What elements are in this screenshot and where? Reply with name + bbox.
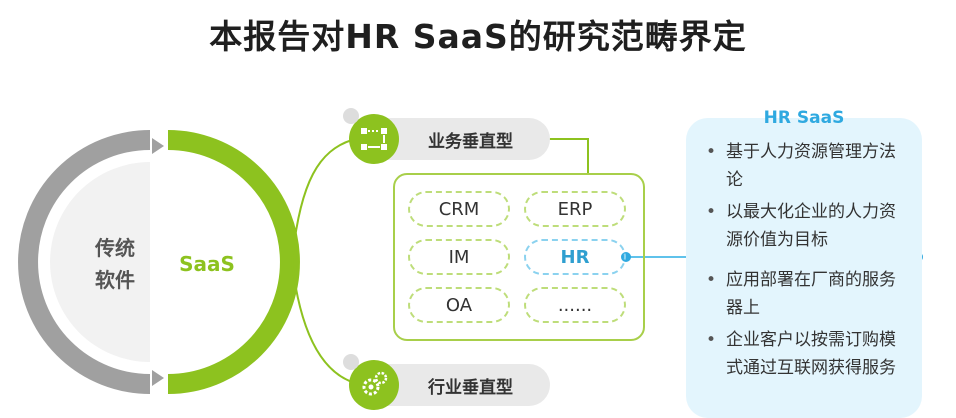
hr-saas-title-text: HR SaaS <box>763 108 845 128</box>
category-hr: HR <box>524 239 626 275</box>
arrow-top <box>152 138 164 154</box>
branch-curve-bottom <box>291 261 353 383</box>
traditional-software-label: 传统 软件 <box>80 232 150 296</box>
gears-icon-glyph <box>362 371 388 396</box>
bullet-item: 以最大化企业的人力资源价值为目标 <box>704 198 904 254</box>
category-grid: CRM ERP IM HR OA ...... <box>393 173 645 341</box>
branch-curve <box>291 139 353 263</box>
traditional-software-text: 传统 软件 <box>95 236 135 292</box>
bullet-item: 应用部署在厂商的服务器上 <box>704 266 904 322</box>
category-more: ...... <box>524 287 626 323</box>
category-oa: OA <box>408 287 510 323</box>
category-erp: ERP <box>524 191 626 227</box>
saas-label: SaaS <box>179 252 235 276</box>
badge-dot-top <box>343 108 359 124</box>
page-title: 本报告对HR SaaS的研究范畴界定 <box>209 17 747 56</box>
bullet-item: 企业客户以按需订购模式通过互联网获得服务 <box>704 326 904 382</box>
traditional-ring <box>18 130 151 394</box>
flow-icon <box>343 108 399 164</box>
flow-icon-glyph <box>361 128 387 150</box>
category-crm: CRM <box>408 191 510 227</box>
arrow-bottom <box>152 370 164 386</box>
hr-saas-title: HR SaaS <box>686 108 922 128</box>
business-vertical-label: 业务垂直型 <box>428 131 513 152</box>
bullet-item: 基于人力资源管理方法论 <box>704 138 904 194</box>
pill-to-grid-line <box>548 138 589 173</box>
industry-vertical-label: 行业垂直型 <box>428 377 513 398</box>
category-im: IM <box>408 239 510 275</box>
saas-ring-inner <box>168 162 268 362</box>
gears-icon <box>343 354 399 410</box>
saas-ring <box>167 130 300 394</box>
badge-dot-bottom <box>343 354 359 370</box>
traditional-ring-inner <box>50 162 150 362</box>
